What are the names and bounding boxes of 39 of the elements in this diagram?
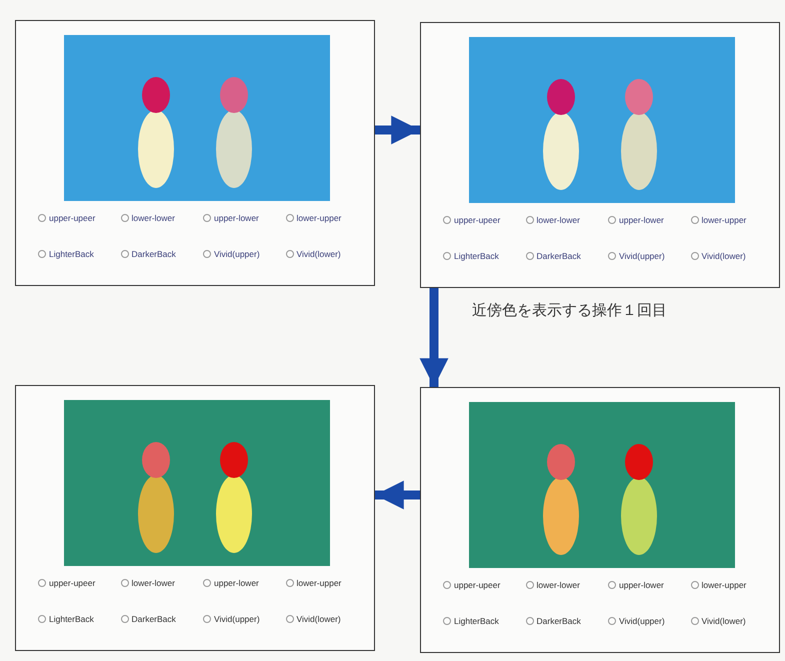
radio-option: LighterBack — [38, 614, 94, 624]
radio-option: lower-lower — [526, 215, 580, 225]
radio-option: lower-lower — [120, 578, 175, 588]
radio-option: LighterBack — [443, 251, 499, 261]
radio-option: DarkerBack — [526, 251, 581, 261]
radio-option: upper-upeer — [38, 578, 96, 588]
radio-option: lower-upper — [286, 578, 342, 588]
radio-option: Vivid(lower) — [690, 251, 746, 261]
radio-option: lower-lower — [120, 213, 175, 223]
radio-option: Vivid(upper) — [608, 251, 665, 261]
radio-option: DarkerBack — [526, 616, 581, 626]
app-window-panel — [420, 387, 780, 653]
radio-option: upper-lower — [203, 578, 259, 588]
radio-option: LighterBack — [443, 616, 499, 626]
radio-option: upper-upeer — [38, 213, 96, 223]
arrow — [420, 288, 448, 387]
radio-option: Vivid(lower) — [286, 614, 341, 624]
radio-option: upper-lower — [608, 215, 664, 225]
app-window-panel — [15, 385, 375, 651]
radio-option: upper-upeer — [443, 215, 500, 225]
radio-option: DarkerBack — [120, 249, 176, 259]
radio-option: Vivid(upper) — [608, 616, 665, 626]
radio-option: LighterBack — [38, 249, 94, 259]
app-window-panel — [420, 22, 780, 288]
radio-option: lower-lower — [526, 580, 580, 590]
arrow — [375, 480, 420, 510]
radio-option: lower-upper — [690, 580, 746, 590]
radio-option: lower-upper — [690, 215, 746, 225]
radio-option: Vivid(lower) — [286, 249, 341, 259]
radio-option: Vivid(lower) — [690, 616, 746, 626]
radio-option: Vivid(upper) — [203, 249, 260, 259]
radio-option: upper-lower — [203, 213, 259, 223]
radio-option: Vivid(upper) — [203, 614, 260, 624]
radio-option: DarkerBack — [120, 614, 176, 624]
radio-option: upper-upeer — [443, 580, 500, 590]
app-window-panel — [15, 20, 375, 286]
arrow — [375, 116, 420, 144]
radio-option: upper-lower — [608, 580, 664, 590]
radio-option: lower-upper — [286, 213, 342, 223]
